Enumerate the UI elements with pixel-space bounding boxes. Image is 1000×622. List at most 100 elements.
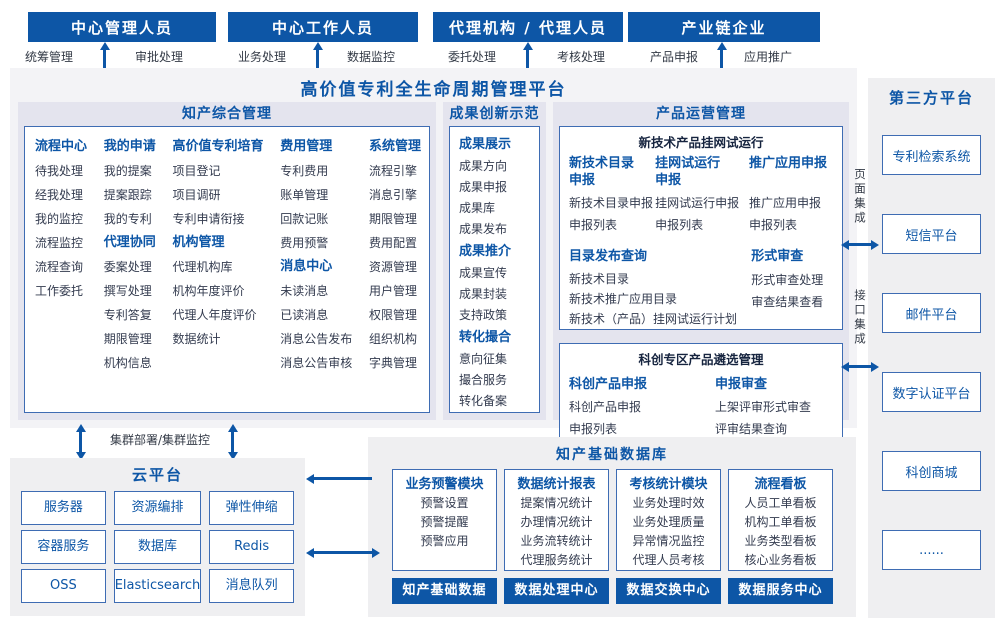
menu-items: 成果方向成果申报成果库成果发布 xyxy=(459,156,539,240)
menu-item: 工作委托 xyxy=(35,284,84,298)
menu-item: 回款记账 xyxy=(280,212,329,226)
menu-items: 委案处理撰写处理专利答复期限管理机构信息 xyxy=(104,255,156,375)
module-item: 代理人员考核 xyxy=(632,553,705,567)
menu-item: 申报列表 xyxy=(569,218,618,232)
menu-item: 科创产品申报 xyxy=(569,400,642,414)
menu-item: 代理机构库 xyxy=(172,260,233,274)
box-subtitle: 科创专区产品遴选管理 xyxy=(638,352,764,367)
menu-item: 审查结果查看 xyxy=(751,295,824,309)
menu-group-title: 新技术目录申报 xyxy=(569,156,635,188)
cloud-service-box: 资源编排 xyxy=(113,491,202,525)
role-actions-enterprise: 产品申报 应用推广 xyxy=(650,50,792,64)
menu-item: 评审结果查询 xyxy=(715,422,788,436)
third-party-title: 第三方平台 xyxy=(888,89,974,107)
menu-item: 期限管理 xyxy=(368,212,417,226)
module-item: 异常情况监控 xyxy=(632,534,705,548)
menu-group-title: 转化撮合 xyxy=(459,330,512,345)
menu-item: 项目登记 xyxy=(172,164,221,178)
role-actions-center-manager: 统筹管理 审批处理 xyxy=(25,50,183,64)
menu-column: 流程中心 待我处理经我处理我的监控流程监控流程查询工作委托 xyxy=(35,135,87,412)
menu-column: 申报审查 上架评审形式审查评审结果查询 xyxy=(715,374,811,440)
selection-columns: 科创产品申报 科创产品申报申报列表 申报审查 上架评审形式审查评审结果查询 xyxy=(560,372,842,440)
menu-item: 申报列表 xyxy=(655,218,704,232)
menu-column: 费用管理 专利费用账单管理回款记账费用预警 消息中心 未读消息已读消息消息公告发… xyxy=(280,135,352,412)
module-items: 业务处理时效业务处理质量异常情况监控代理人员考核 xyxy=(617,494,720,570)
menu-group-title: 科创产品申报 xyxy=(569,377,648,392)
leftright-arrow-icon xyxy=(849,365,871,368)
menu-item: 我的监控 xyxy=(35,212,84,226)
menu-column: 推广应用申报 推广应用申报申报列表 xyxy=(749,155,833,236)
menu-item: 申报列表 xyxy=(749,218,798,232)
menu-items: 新技术目录申报申报列表 xyxy=(569,192,655,236)
menu-item: 流程引擎 xyxy=(368,164,417,178)
menu-group-title: 形式审查 xyxy=(751,249,804,264)
menu-column: 科创产品申报 科创产品申报申报列表 xyxy=(569,374,689,440)
role-header-center-manager: 中心管理人员 xyxy=(28,12,216,42)
section-product-operation: 产品运营管理 新技术产品挂网试运行 新技术目录申报 新技术目录申报申报列表 挂网… xyxy=(553,102,849,441)
menu-items: 我的提案提案跟踪我的专利 xyxy=(104,159,156,231)
module-box: 业务预警模块 预警设置预警提醒预警应用 xyxy=(392,469,497,571)
menu-column: 目录发布查询 新技术目录新技术推广应用目录新技术（产品）挂网试运行计划 xyxy=(569,245,751,329)
menu-group-title: 代理协同 xyxy=(103,235,156,250)
menu-item: 转化备案 xyxy=(459,394,508,408)
third-party-box: 邮件平台 xyxy=(882,293,981,333)
left-arrow-icon xyxy=(314,477,372,480)
page-integration-label: 页面集成 xyxy=(853,168,867,226)
cloud-platform-title: 云平台 xyxy=(131,466,183,484)
menu-item: 机构年度评价 xyxy=(172,284,245,298)
menu-items: 代理机构库机构年度评价代理人年度评价数据统计 xyxy=(172,255,263,351)
menu-item: 我的专利 xyxy=(103,212,152,226)
menu-items: 待我处理经我处理我的监控流程监控流程查询工作委托 xyxy=(35,159,87,303)
module-item: 业务处理质量 xyxy=(632,515,705,529)
third-party-list: 专利检索系统短信平台邮件平台数字认证平台科创商城...... xyxy=(868,135,995,570)
menu-item: 费用预警 xyxy=(280,236,329,250)
module-title: 流程看板 xyxy=(754,477,807,492)
module-item: 办理情况统计 xyxy=(520,515,593,529)
menu-item: 费用配置 xyxy=(368,236,417,250)
role-action-label: 考核处理 xyxy=(556,50,605,64)
cluster-deploy-label: 集群部署/集群监控 xyxy=(110,433,211,447)
menu-group-title: 挂网试运行申报 xyxy=(655,156,721,188)
menu-items: 推广应用申报申报列表 xyxy=(749,192,833,236)
module-item: 业务处理时效 xyxy=(632,496,705,510)
module-item: 代理服务统计 xyxy=(520,553,593,567)
menu-column: 新技术目录申报 新技术目录申报申报列表 xyxy=(569,155,655,236)
section-title: 产品运营管理 xyxy=(656,106,746,122)
data-center-bar: 数据处理中心 xyxy=(504,578,609,604)
menu-item: 撮合服务 xyxy=(459,373,508,387)
module-items: 提案情况统计办理情况统计业务流转统计代理服务统计 xyxy=(505,494,608,570)
menu-item: 成果库 xyxy=(459,201,496,215)
menu-group-title: 消息中心 xyxy=(280,259,333,274)
database-column: 业务预警模块 预警设置预警提醒预警应用 知产基础数据 xyxy=(392,469,497,604)
menu-column: 我的申请 我的提案提案跟踪我的专利 代理协同 委案处理撰写处理专利答复期限管理机… xyxy=(104,135,156,412)
menu-item: 撰写处理 xyxy=(103,284,152,298)
database-column: 数据统计报表 提案情况统计办理情况统计业务流转统计代理服务统计 数据处理中心 xyxy=(504,469,609,604)
menu-item: 申报列表 xyxy=(569,422,618,436)
cloud-service-box: 服务器 xyxy=(21,491,106,525)
menu-group-title: 目录发布查询 xyxy=(569,249,648,264)
menu-item: 专利答复 xyxy=(103,308,152,322)
menu-column: 系统管理 流程引擎消息引擎期限管理费用配置资源管理用户管理权限管理组织机构字典管… xyxy=(369,135,421,412)
menu-item: 未读消息 xyxy=(280,284,329,298)
module-title: 考核统计模块 xyxy=(629,477,708,492)
section-ip-management: 知产综合管理 流程中心 待我处理经我处理我的监控流程监控流程查询工作委托 我的申… xyxy=(18,102,436,420)
menu-group-title: 机构管理 xyxy=(172,235,225,250)
trial-run-columns: 新技术目录申报 新技术目录申报申报列表 挂网试运行申报 挂网试运行申报申报列表 … xyxy=(560,155,842,236)
menu-items: 形式审查处理审查结果查看 xyxy=(751,269,833,313)
menu-item: 资源管理 xyxy=(368,260,417,274)
module-item: 机构工单看板 xyxy=(744,515,817,529)
menu-item: 代理人年度评价 xyxy=(172,308,257,322)
module-box: 考核统计模块 业务处理时效业务处理质量异常情况监控代理人员考核 xyxy=(616,469,721,571)
menu-item: 新技术推广应用目录 xyxy=(569,292,678,306)
module-title: 数据统计报表 xyxy=(517,477,596,492)
menu-items: 流程引擎消息引擎期限管理费用配置资源管理用户管理权限管理组织机构字典管理 xyxy=(369,159,421,375)
menu-group-title: 我的申请 xyxy=(103,139,156,154)
module-box: 流程看板 人员工单看板机构工单看板业务类型看板核心业务看板 xyxy=(728,469,833,571)
menu-group-title: 高价值专利培育 xyxy=(172,139,264,154)
role-action-label: 统筹管理 xyxy=(25,50,74,64)
module-title: 业务预警模块 xyxy=(405,477,484,492)
role-header-enterprise: 产业链企业 xyxy=(628,12,820,42)
menu-items: 未读消息已读消息消息公告发布消息公告审核 xyxy=(280,279,352,375)
menu-group-title: 成果展示 xyxy=(459,137,512,152)
menu-items: 挂网试运行申报申报列表 xyxy=(655,192,749,236)
